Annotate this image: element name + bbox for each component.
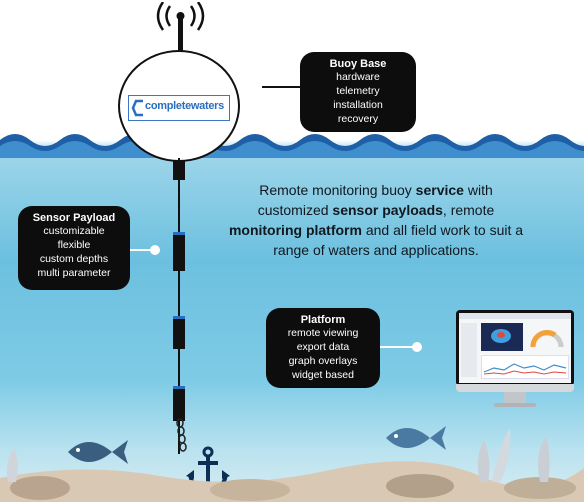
connector-dot bbox=[150, 245, 160, 255]
sensor-payload-box: Sensor Payload customizable flexible cus… bbox=[18, 206, 130, 290]
connector-line bbox=[262, 86, 302, 88]
antenna-signal-icon bbox=[156, 2, 205, 58]
company-logo: completewaters bbox=[128, 95, 230, 121]
platform-title: Platform bbox=[300, 314, 346, 326]
buoy-base-item: installation bbox=[333, 99, 383, 111]
mooring-line bbox=[178, 158, 180, 454]
fish-icon bbox=[68, 440, 128, 464]
sensor-block bbox=[173, 316, 185, 349]
platform-box: Platform remote viewing export data grap… bbox=[266, 308, 380, 388]
buoy-base-item: hardware bbox=[336, 71, 380, 83]
chain bbox=[176, 418, 187, 452]
map-widget bbox=[481, 323, 523, 351]
platform-item: widget based bbox=[292, 369, 354, 381]
connector-line bbox=[380, 346, 416, 348]
connector-line bbox=[130, 249, 154, 251]
monitor-base bbox=[494, 403, 536, 407]
platform-item: graph overlays bbox=[288, 355, 358, 367]
sensor-block bbox=[173, 386, 185, 421]
logo-mark-icon bbox=[131, 99, 143, 117]
sensor-block bbox=[173, 232, 185, 271]
sensor-payload-item: flexible bbox=[57, 239, 91, 251]
logo-text: completewaters bbox=[145, 100, 224, 112]
connector-dot bbox=[253, 82, 263, 92]
description-text: Remote monitoring buoy service with cust… bbox=[228, 182, 524, 258]
buoy-base-title: Buoy Base bbox=[329, 58, 387, 70]
sensor-payload-item: multi parameter bbox=[37, 267, 111, 279]
platform-item: remote viewing bbox=[287, 327, 359, 339]
monitor bbox=[456, 310, 574, 386]
platform-item: export data bbox=[296, 341, 350, 353]
sensor-block bbox=[173, 160, 185, 180]
sensor-payload-item: custom depths bbox=[39, 253, 109, 265]
sensor-payload-item: customizable bbox=[43, 225, 105, 237]
buoy-base-item: recovery bbox=[337, 113, 379, 125]
monitor-chin bbox=[456, 384, 574, 392]
graph-widget bbox=[481, 355, 569, 379]
connector-dot bbox=[412, 342, 422, 352]
buoy-base-box: Buoy Base hardware telemetry installatio… bbox=[300, 52, 416, 132]
water-surface bbox=[0, 134, 584, 158]
seabed bbox=[0, 428, 584, 502]
gauge-icon bbox=[530, 330, 564, 348]
monitor-stand bbox=[504, 392, 526, 404]
sensor-payload-title: Sensor Payload bbox=[32, 212, 116, 224]
buoy-base-item: telemetry bbox=[336, 85, 380, 97]
fish-icon bbox=[386, 426, 446, 450]
dashboard-screen bbox=[459, 313, 571, 383]
